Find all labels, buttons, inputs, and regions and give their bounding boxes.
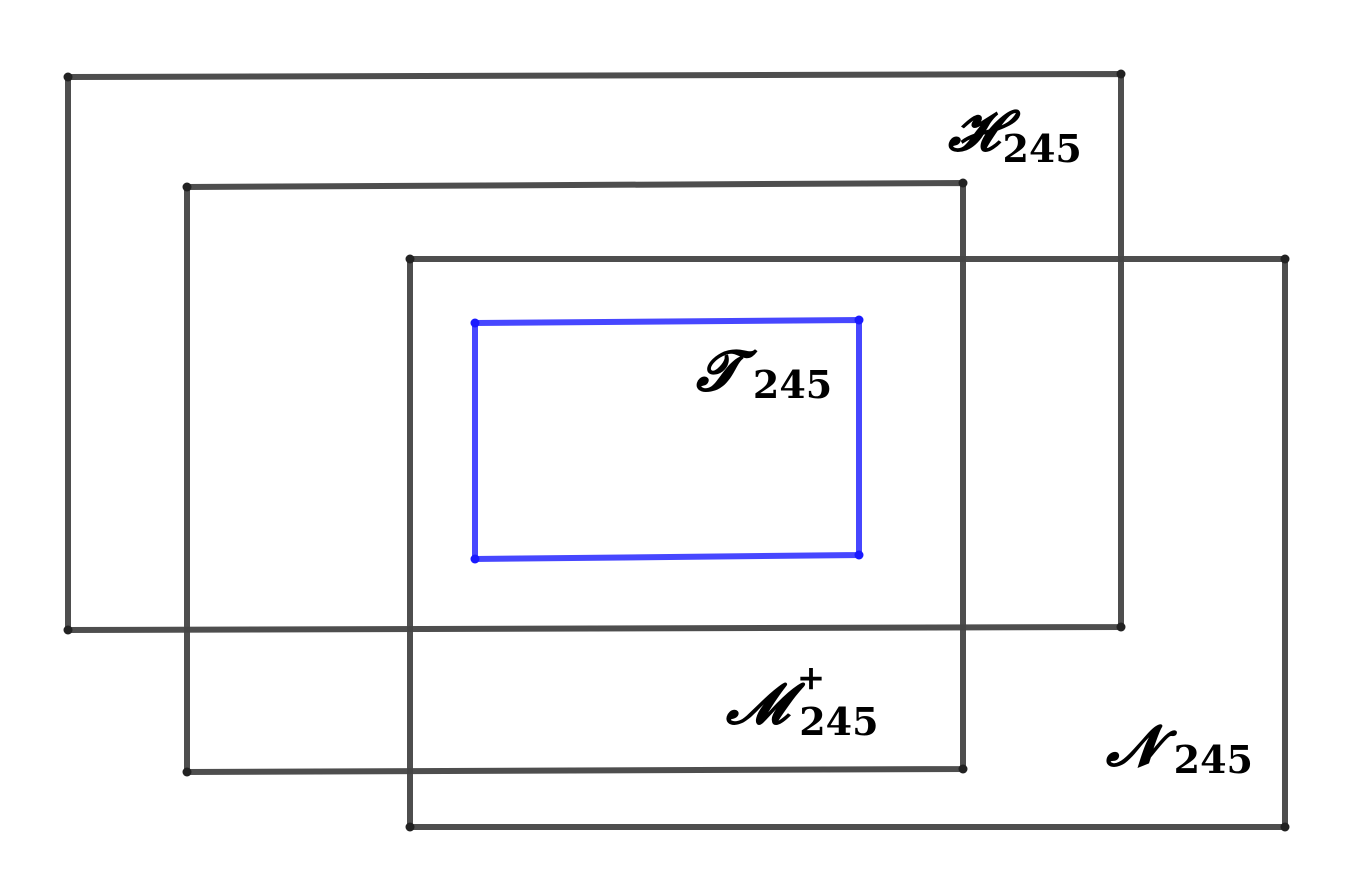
- region-t: [470, 315, 864, 564]
- region-m-boundary: [184, 179, 966, 776]
- region-m-vertex: [958, 764, 968, 774]
- region-h-vertex: [63, 625, 73, 635]
- region-m-vertex: [182, 767, 192, 777]
- region-n: [405, 254, 1290, 832]
- region-n-vertex: [405, 822, 415, 832]
- region-t-vertex: [854, 315, 864, 325]
- region-m-label: 𝓜+245: [725, 658, 879, 744]
- region-t-vertex: [470, 318, 480, 328]
- region-n-vertex: [1280, 254, 1290, 264]
- region-h-vertex: [63, 72, 73, 82]
- region-m-vertex: [182, 182, 192, 192]
- region-h-vertex: [1116, 622, 1126, 632]
- region-m: [182, 178, 968, 777]
- region-t-boundary: [472, 316, 862, 563]
- region-h-vertex: [1116, 69, 1126, 79]
- region-n-vertex: [1280, 822, 1290, 832]
- region-t-vertex: [854, 550, 864, 560]
- region-h: [63, 69, 1126, 635]
- region-n-vertex: [405, 254, 415, 264]
- region-m-vertex: [958, 178, 968, 188]
- region-t-vertex: [470, 554, 480, 564]
